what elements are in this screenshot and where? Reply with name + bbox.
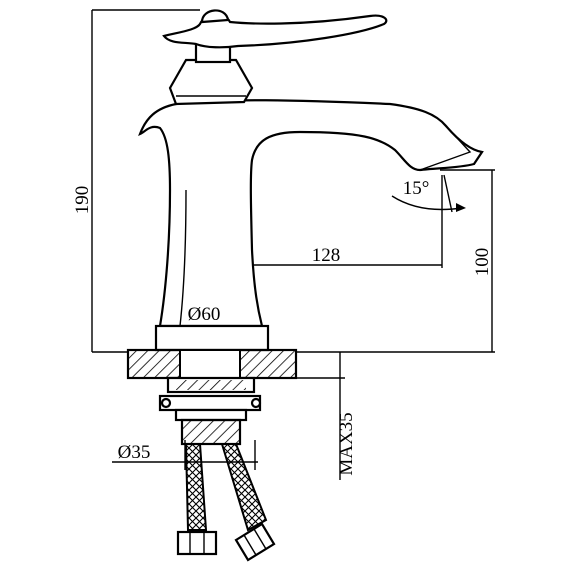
faucet-handle (162, 9, 388, 106)
max-deck-thickness-label: MAX35 (336, 412, 357, 475)
dimension-lines (91, 9, 495, 480)
mounting-hardware (158, 376, 262, 446)
spout-height-label: 100 (472, 248, 493, 277)
spout-angle-arc (391, 174, 466, 213)
base-diameter-label: Ø60 (188, 304, 221, 325)
height-total-label: 190 (72, 186, 93, 215)
spout-angle-label: 15° (403, 178, 430, 199)
hose-diameter-label: Ø35 (118, 442, 151, 463)
deck-section (126, 348, 298, 380)
faucet-body (138, 99, 484, 352)
spout-reach-label: 128 (312, 245, 341, 266)
supply-hoses (176, 443, 276, 562)
